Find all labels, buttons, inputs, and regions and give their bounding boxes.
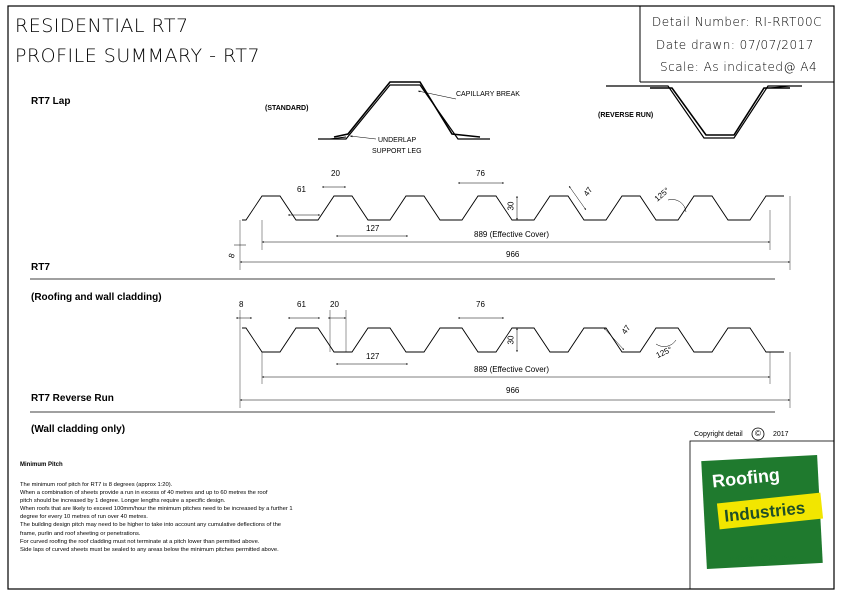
date-drawn: Date drawn: 07/07/2017 bbox=[656, 38, 814, 52]
note-line: pitch should be increased by 1 degree. L… bbox=[20, 498, 226, 505]
rev-dim-30: 30 bbox=[506, 335, 516, 345]
note-line: degree for every 10 metres of run over 4… bbox=[20, 514, 148, 521]
copyright-year: 2017 bbox=[773, 431, 789, 438]
note-line: The minimum roof pitch for RT7 is 8 degr… bbox=[20, 482, 173, 488]
note-line: When a combination of sheets provide a r… bbox=[20, 490, 268, 497]
note-line: The building design pitch may need to be… bbox=[20, 522, 282, 529]
dim-61: 61 bbox=[297, 185, 306, 194]
capillary-label: CAPILLARY BREAK bbox=[456, 91, 520, 98]
scale: Scale: As indicated@ A4 bbox=[660, 60, 818, 74]
logo-url: roof.co.nz bbox=[730, 550, 797, 566]
rev-dim-20: 20 bbox=[330, 300, 339, 309]
detail-number: Detail Number: RI-RRT00C bbox=[652, 15, 823, 29]
rev-dim-127: 127 bbox=[366, 352, 380, 361]
dim-20: 20 bbox=[331, 169, 340, 178]
lap-standard-detail bbox=[318, 81, 490, 140]
copyright-text: Copyright detail bbox=[694, 431, 743, 438]
lap-section-label: RT7 Lap bbox=[31, 96, 71, 107]
note-line: When roofs that are likely to exceed 100… bbox=[20, 506, 293, 513]
dim-cover: 889 (Effective Cover) bbox=[474, 230, 549, 239]
rev-dim-61: 61 bbox=[297, 300, 306, 309]
dim-76: 76 bbox=[476, 169, 485, 178]
underlap-label-1: UNDERLAP bbox=[378, 137, 417, 144]
notes-title: Minimum Pitch bbox=[20, 462, 63, 468]
roofing-industries-logo: Roofing Industries roof.co.nz bbox=[701, 455, 824, 582]
rev-dim-8: 8 bbox=[239, 300, 244, 309]
notes-body: The minimum roof pitch for RT7 is 8 degr… bbox=[20, 481, 390, 554]
rev-dim-cover: 889 (Effective Cover) bbox=[474, 365, 549, 374]
reverse-profile bbox=[236, 310, 791, 408]
note-line: Side laps of curved sheets must be seale… bbox=[20, 546, 279, 553]
rt7-profile bbox=[234, 182, 791, 270]
sheet-border bbox=[7, 5, 835, 590]
note-line: For curved roofing the roof cladding mus… bbox=[20, 538, 260, 545]
underlap-label-2: SUPPORT LEG bbox=[372, 148, 422, 155]
reverse-label: (REVERSE RUN) bbox=[598, 112, 654, 119]
title-line-2: PROFILE SUMMARY - RT7 bbox=[15, 45, 261, 67]
copyright-symbol: © bbox=[755, 429, 761, 438]
note-line: frame, purlin and roof sheeting or penet… bbox=[20, 530, 141, 537]
reverse-usage: (Wall cladding only) bbox=[31, 424, 126, 435]
rt7-usage: (Roofing and wall cladding) bbox=[31, 292, 162, 303]
copyright-circle bbox=[751, 427, 765, 441]
standard-label: (STANDARD) bbox=[265, 105, 309, 112]
dim-127: 127 bbox=[366, 224, 380, 233]
reverse-name: RT7 Reverse Run bbox=[31, 393, 114, 404]
title-line-1: RESIDENTIAL RT7 bbox=[15, 15, 189, 37]
rev-dim-overall: 966 bbox=[506, 386, 520, 395]
rev-dim-76: 76 bbox=[476, 300, 485, 309]
dim-30: 30 bbox=[506, 201, 516, 211]
lap-reverse-detail bbox=[606, 85, 802, 139]
dim-overall: 966 bbox=[506, 250, 520, 259]
rt7-name: RT7 bbox=[31, 262, 50, 273]
logo-frame bbox=[689, 440, 835, 590]
